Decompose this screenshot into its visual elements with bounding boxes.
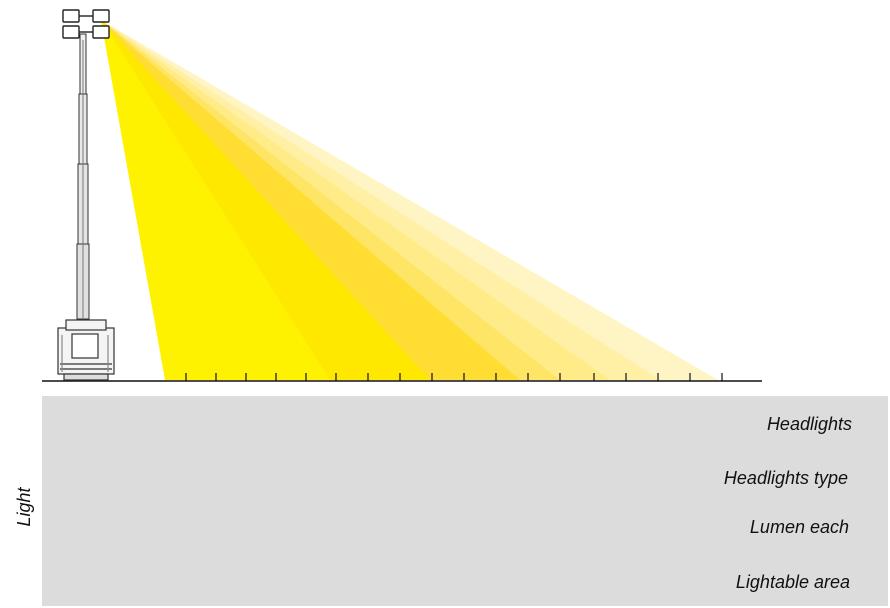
section-label-light: Light	[14, 487, 34, 527]
beam-inner-1	[101, 20, 330, 380]
beam-2	[101, 20, 430, 380]
spec-panel	[42, 396, 888, 606]
spec-label-headlights: Headlights	[766, 414, 852, 434]
light-tower	[57, 9, 115, 381]
beam-4	[101, 20, 560, 380]
beam-outer-7	[101, 20, 718, 380]
light-beams	[101, 20, 718, 380]
beam-3	[101, 20, 520, 380]
generator-base	[57, 319, 115, 381]
lamp-head	[92, 9, 110, 23]
tower-mast	[76, 33, 90, 320]
beam-6	[101, 20, 660, 380]
spec-label-headlights-type: Headlights type	[723, 468, 848, 488]
light-tower-diagram	[42, 9, 762, 382]
spec-label-lumen-each: Lumen each	[749, 517, 849, 537]
lamp-heads	[62, 9, 110, 39]
spec-label-lightable-area: Lightable area	[735, 572, 850, 592]
lamp-head	[92, 25, 110, 39]
ground-ticks	[185, 373, 723, 381]
beam-5	[101, 20, 610, 380]
lamp-head	[62, 25, 80, 39]
lamp-head	[62, 9, 80, 23]
